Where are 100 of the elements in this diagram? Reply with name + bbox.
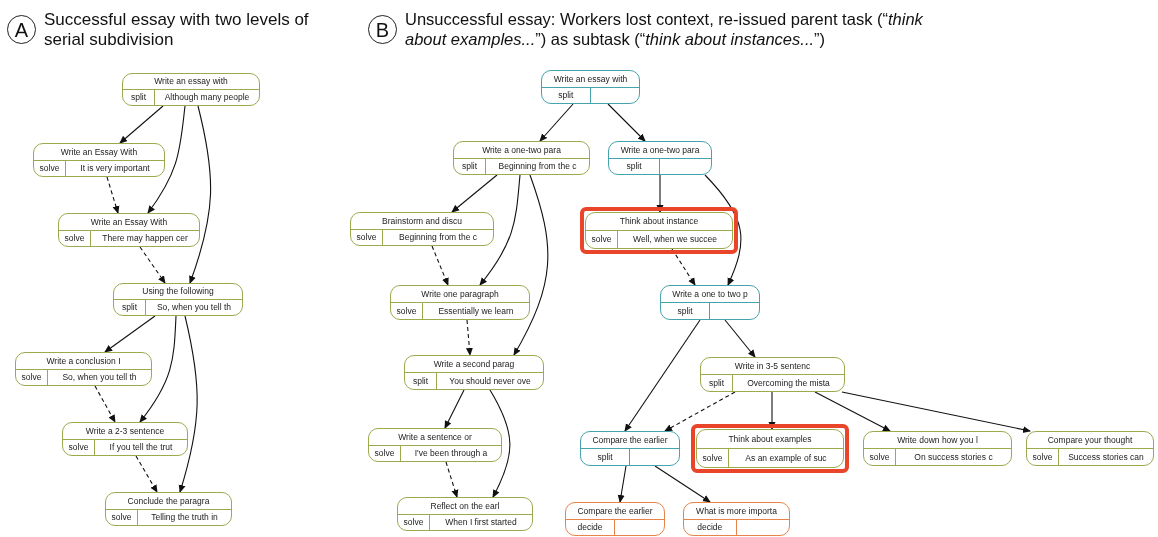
task-node bbox=[390, 285, 530, 320]
task-type: split bbox=[121, 303, 138, 312]
task-title: What is more importa bbox=[696, 506, 777, 515]
task-node bbox=[58, 213, 200, 247]
task-title: Write down how you l bbox=[897, 435, 978, 445]
task-title: Write a conclusion I bbox=[46, 356, 121, 365]
arrow bbox=[841, 391, 1031, 433]
task-node bbox=[368, 428, 502, 462]
arrow bbox=[178, 315, 198, 493]
task-node bbox=[350, 212, 494, 246]
task-text: On success stories c bbox=[914, 452, 993, 462]
task-text: So, when you tell th bbox=[156, 303, 232, 312]
task-text: There may happen cer bbox=[102, 234, 188, 243]
task-title: Write an essay with bbox=[154, 77, 228, 86]
arrow bbox=[704, 174, 742, 286]
dashed-arrow bbox=[139, 246, 166, 284]
task-title: Write in 3-5 sentenc bbox=[734, 361, 811, 371]
arrow bbox=[147, 105, 186, 214]
task-node bbox=[660, 285, 760, 320]
task-title: Compare your thought bbox=[1047, 435, 1133, 445]
task-type: solve bbox=[591, 235, 612, 244]
task-node bbox=[683, 502, 790, 536]
arrow bbox=[607, 103, 646, 142]
task-text: If you tell the trut bbox=[109, 443, 173, 452]
task-text: You should never ove bbox=[449, 376, 531, 386]
task-node bbox=[105, 492, 232, 526]
task-node bbox=[608, 141, 712, 175]
task-text: When I first started bbox=[445, 518, 517, 527]
dashed-arrow bbox=[445, 461, 459, 498]
arrow bbox=[139, 315, 177, 423]
task-type: decide bbox=[577, 523, 603, 532]
task-text: Essentially we learn bbox=[438, 306, 514, 316]
task-type: split bbox=[677, 306, 693, 316]
task-type: solve bbox=[396, 306, 417, 316]
dashed-arrow bbox=[664, 391, 736, 432]
arrow bbox=[617, 465, 627, 503]
panel-heading: Successful essay with two levels of serial subdivision bbox=[44, 10, 310, 51]
arrow bbox=[451, 174, 498, 213]
task-text: Beginning from the c bbox=[399, 233, 477, 242]
arrow bbox=[444, 389, 465, 429]
task-title: Write an Essay With bbox=[60, 147, 138, 156]
task-type: split bbox=[708, 378, 725, 388]
task-node bbox=[33, 143, 165, 177]
task-text: As an example of suc bbox=[745, 453, 827, 463]
task-type: solve bbox=[111, 513, 132, 522]
task-node bbox=[541, 70, 640, 104]
task-text: I've been through a bbox=[414, 449, 488, 458]
task-title: Write a one to two p bbox=[672, 289, 748, 299]
task-title: Write a sentence or bbox=[398, 432, 472, 441]
task-node bbox=[453, 141, 590, 175]
task-type: solve bbox=[39, 164, 60, 173]
task-title: Brainstorm and discu bbox=[382, 216, 462, 225]
dashed-arrow bbox=[465, 319, 473, 356]
arrow bbox=[724, 319, 756, 358]
task-type: solve bbox=[1032, 452, 1053, 462]
task-node bbox=[397, 497, 533, 531]
task-type: solve bbox=[64, 234, 85, 243]
task-title: Reflect on the earl bbox=[430, 501, 500, 510]
dashed-arrow bbox=[94, 385, 116, 423]
task-type: decide bbox=[697, 523, 723, 532]
task-text: Well, when we succee bbox=[633, 235, 717, 244]
panel-heading: Unsuccessful essay: Workers lost context, re-issued parent task (“think about examples...”) as subtask (“think about instances...”) bbox=[405, 10, 924, 50]
task-type: solve bbox=[356, 233, 377, 242]
task-node bbox=[113, 283, 243, 316]
task-text: Overcoming the mista bbox=[747, 378, 830, 388]
task-title: Write a 2-3 sentence bbox=[85, 426, 165, 435]
task-title: Write an Essay With bbox=[90, 217, 168, 226]
arrow bbox=[814, 391, 891, 432]
task-type: split bbox=[558, 91, 574, 100]
task-title: Write one paragraph bbox=[421, 289, 499, 299]
arrow bbox=[189, 105, 212, 284]
task-node bbox=[700, 357, 845, 392]
arrow bbox=[513, 174, 549, 356]
task-type: solve bbox=[68, 443, 89, 452]
arrow bbox=[119, 105, 164, 144]
task-title: Write a one-two para bbox=[482, 145, 561, 154]
dashed-arrow bbox=[135, 455, 158, 493]
task-text: Success stories can bbox=[1068, 452, 1144, 462]
task-type: split bbox=[597, 452, 613, 462]
task-node bbox=[15, 352, 152, 386]
task-type: solve bbox=[21, 373, 42, 382]
arrow bbox=[654, 465, 711, 503]
task-text: Although many people bbox=[164, 93, 250, 102]
arrow bbox=[489, 389, 511, 498]
dashed-arrow bbox=[106, 176, 120, 214]
arrow bbox=[479, 174, 521, 286]
task-type: split bbox=[130, 93, 147, 102]
task-node bbox=[565, 502, 665, 536]
task-title: Write an essay with bbox=[553, 74, 628, 83]
task-node bbox=[580, 431, 680, 466]
task-title: Compare the earlier bbox=[592, 435, 668, 445]
task-node bbox=[122, 73, 260, 106]
task-type: solve bbox=[702, 453, 723, 463]
task-title: Think about instance bbox=[619, 217, 699, 226]
task-node bbox=[863, 431, 1012, 466]
arrow bbox=[624, 319, 701, 432]
arrow bbox=[104, 315, 156, 353]
task-type: split bbox=[626, 162, 642, 171]
task-title: Write a second parag bbox=[433, 359, 515, 369]
task-node bbox=[1026, 431, 1154, 466]
